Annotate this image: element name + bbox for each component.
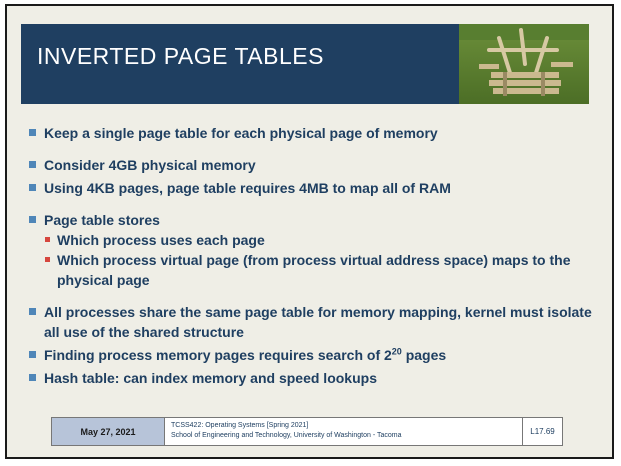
sub-bullet-square-icon — [45, 237, 50, 242]
slide-title: INVERTED PAGE TABLES — [37, 43, 324, 69]
bullet-square-icon — [29, 184, 36, 191]
footer-school: School of Engineering and Technology, Un… — [171, 432, 402, 439]
slide-header: INVERTED PAGE TABLES — [7, 6, 612, 109]
slide-footer: May 27, 2021 TCSS422: Operating Systems … — [51, 417, 563, 447]
slide-content: Keep a single page table for each physic… — [29, 123, 599, 388]
footer-date: May 27, 2021 — [51, 417, 165, 446]
title-band: INVERTED PAGE TABLES — [21, 24, 459, 104]
footer-slide-number: L17.69 — [523, 417, 563, 446]
bullet-item: Keep a single page table for each physic… — [29, 123, 599, 143]
bullet-square-icon — [29, 161, 36, 168]
sub-bullet-square-icon — [45, 257, 50, 262]
bullet-item: Hash table: can index memory and speed l… — [29, 368, 599, 388]
bullet-item: Consider 4GB physical memory — [29, 155, 599, 175]
bullet-square-icon — [29, 129, 36, 136]
picnic-table-photo — [459, 24, 589, 104]
bullet-item: All processes share the same page table … — [29, 302, 599, 342]
footer-course-info: TCSS422: Operating Systems [Spring 2021]… — [165, 417, 523, 446]
bullet-square-icon — [29, 308, 36, 315]
bullet-item: Using 4KB pages, page table requires 4MB… — [29, 178, 599, 198]
bullet-item: Finding process memory pages requires se… — [29, 345, 599, 365]
bullet-square-icon — [29, 351, 36, 358]
bullet-item: Page table stores — [29, 210, 599, 230]
bullet-square-icon — [29, 374, 36, 381]
sub-bullet-item: Which process uses each page — [29, 230, 599, 250]
sub-bullet-item: Which process virtual page (from process… — [29, 250, 599, 290]
bullet-square-icon — [29, 216, 36, 223]
footer-course: TCSS422: Operating Systems [Spring 2021] — [171, 422, 309, 429]
slide: INVERTED PAGE TABLES — [5, 4, 614, 459]
